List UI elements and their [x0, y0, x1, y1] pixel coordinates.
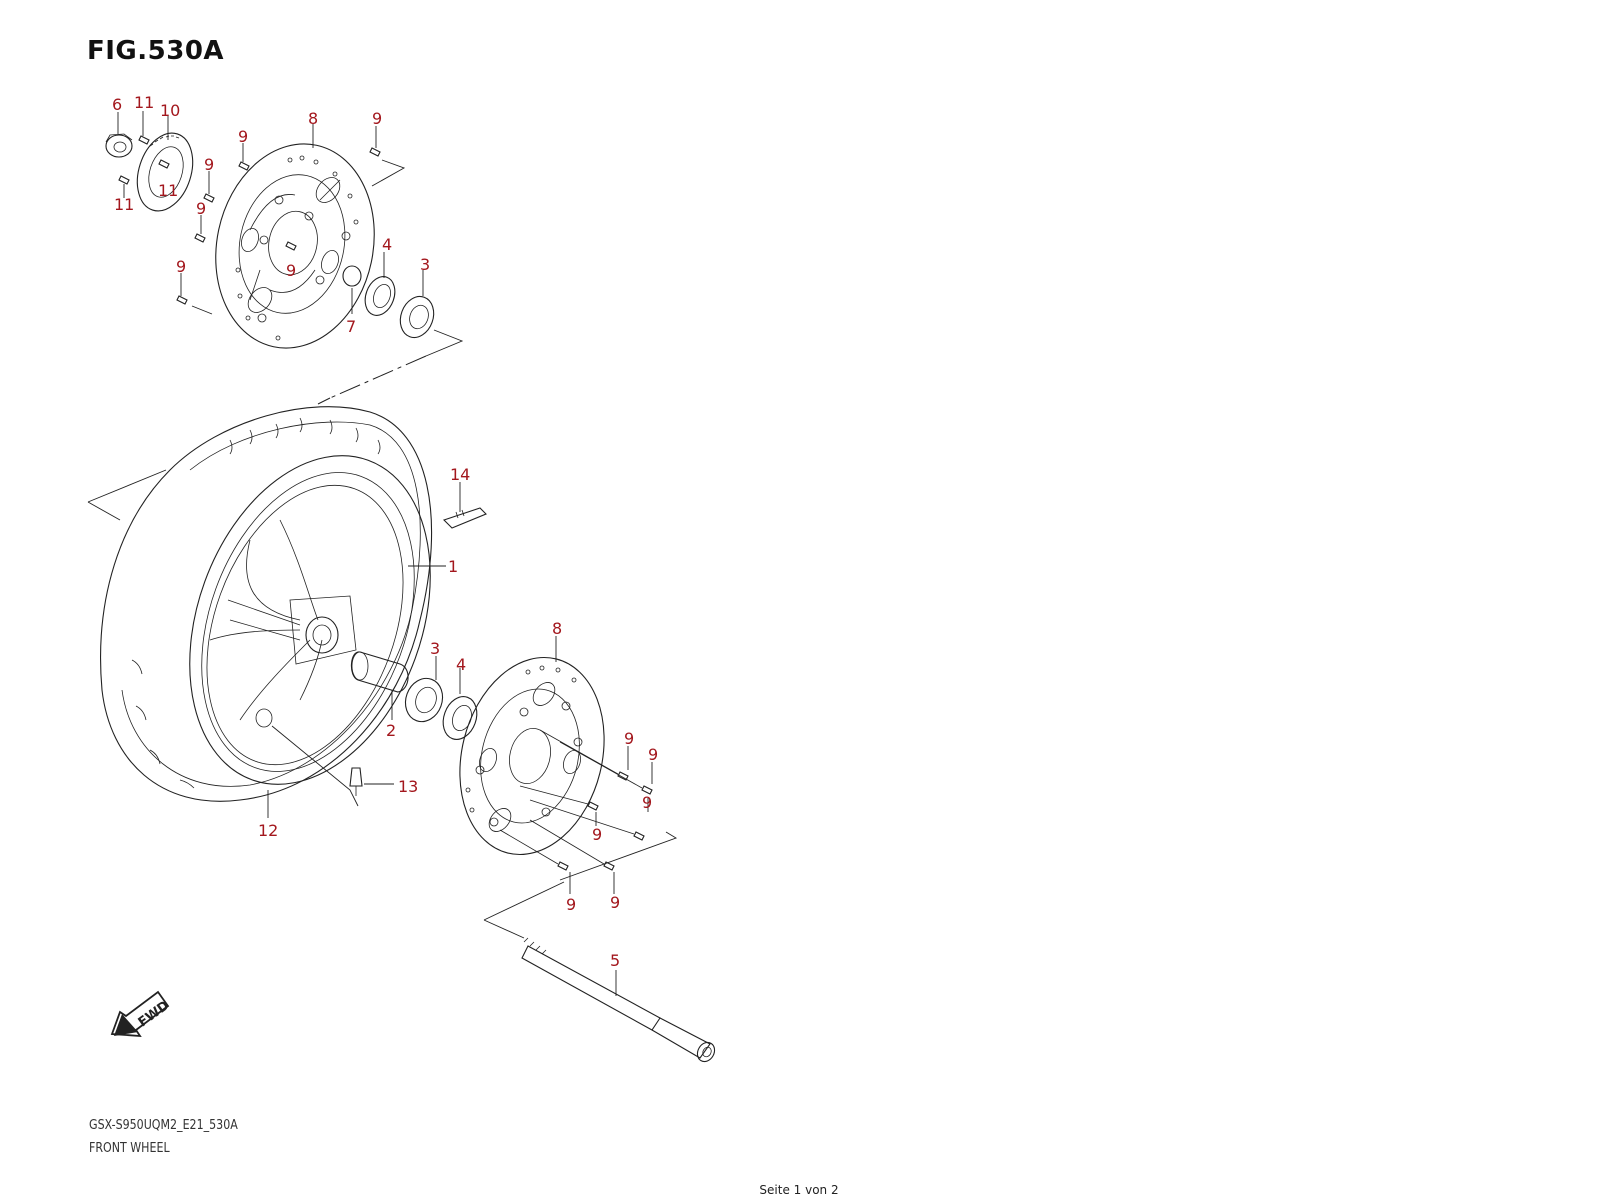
bearing-3-upper [399, 295, 435, 339]
page-indicator: Seite 1 von 2 [759, 1183, 839, 1197]
forward-direction-arrow-icon: FWD [110, 990, 172, 1038]
callout-9: 9 [286, 261, 296, 280]
callout-13: 13 [398, 777, 418, 796]
callout-9: 9 [372, 109, 382, 128]
callout-4: 4 [456, 655, 466, 674]
callout-9: 9 [238, 127, 248, 146]
axle-nut-part [105, 133, 133, 158]
sensor-rotor-part [136, 132, 194, 212]
callout-11: 11 [158, 181, 178, 200]
callout-9: 9 [566, 895, 576, 914]
model-code: GSX-S950UQM2_E21_530A [89, 1118, 238, 1133]
valve-part [349, 767, 363, 796]
callout-2: 2 [386, 721, 396, 740]
callout-3: 3 [420, 255, 430, 274]
callout-12: 12 [258, 821, 278, 840]
callout-11: 11 [134, 93, 154, 112]
brake-disc-upper [215, 143, 375, 349]
upper-brake-disc-assembly [105, 111, 464, 357]
callout-9: 9 [176, 257, 186, 276]
callout-9: 9 [592, 825, 602, 844]
callout-14: 14 [450, 465, 470, 484]
bearing-4-lower [442, 696, 478, 740]
callout-8: 8 [308, 109, 318, 128]
callout-9: 9 [624, 729, 634, 748]
callout-11: 11 [114, 195, 134, 214]
callout-5: 5 [610, 951, 620, 970]
callout-1: 1 [448, 557, 458, 576]
brake-disc-lower [459, 656, 605, 856]
callout-4: 4 [382, 235, 392, 254]
callout-10: 10 [160, 101, 180, 120]
front-wheel-assembly [100, 406, 433, 802]
callout-9: 9 [204, 155, 214, 174]
figure-title: FIG.530A [87, 36, 225, 66]
bearing-4-upper [364, 276, 396, 316]
callout-9: 9 [610, 893, 620, 912]
callout-9: 9 [196, 199, 206, 218]
callout-3: 3 [430, 639, 440, 658]
figure-caption: FRONT WHEEL [89, 1141, 170, 1156]
callout-9: 9 [648, 745, 658, 764]
callout-8: 8 [552, 619, 562, 638]
bearing-3-lower [404, 677, 444, 723]
callout-9: 9 [642, 793, 652, 812]
spacer-2-part [350, 651, 409, 693]
callout-7: 7 [346, 317, 356, 336]
callout-6: 6 [112, 95, 122, 114]
balance-weight-part [442, 507, 487, 529]
lower-disc-bolts [499, 729, 653, 871]
